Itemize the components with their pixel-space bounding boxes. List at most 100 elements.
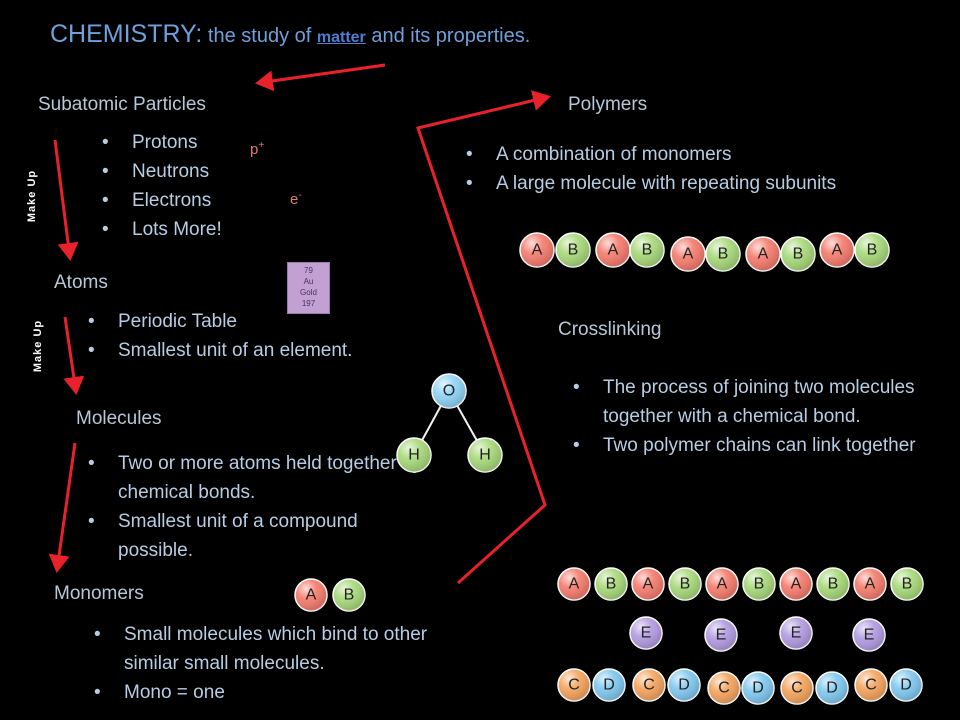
polymers-list: A combination of monomers A large molecu… — [466, 140, 836, 198]
polymer-ball-B: B — [629, 232, 665, 268]
page-title: CHEMISTRY: the study of matter and its p… — [50, 20, 530, 49]
crosslinking-list: The process of joining two molecules tog… — [573, 373, 923, 460]
svg-text:B: B — [793, 246, 804, 263]
list-item: Protons — [102, 128, 222, 157]
monomers-heading: Monomers — [54, 583, 144, 604]
hydrogen-ball-left: H — [396, 437, 432, 473]
tile-symbol: Au — [303, 277, 314, 286]
svg-text:E: E — [864, 627, 875, 644]
list-item: Neutrons — [102, 157, 222, 186]
crosslink-top-ball-A: A — [853, 567, 887, 601]
crosslink-link-ball-E: E — [852, 618, 886, 652]
polymer-ball-B: B — [705, 236, 741, 272]
svg-text:B: B — [680, 576, 691, 593]
crosslink-link-ball-E: E — [629, 616, 663, 650]
crosslink-top-ball-A: A — [557, 567, 591, 601]
list-item: Two or more atoms held together by chemi… — [88, 449, 428, 507]
svg-text:D: D — [900, 677, 912, 694]
polymer-ball-B: B — [555, 232, 591, 268]
svg-text:D: D — [752, 680, 764, 697]
atoms-list: Periodic Table Smallest unit of an eleme… — [88, 307, 352, 365]
crosslink-top-ball-A: A — [631, 567, 665, 601]
svg-text:A: A — [608, 242, 619, 259]
list-item: The process of joining two molecules tog… — [573, 373, 923, 431]
tile-number: 79 — [304, 266, 313, 275]
crosslinking-heading: Crosslinking — [558, 319, 662, 340]
crosslink-bottom-ball-C: C — [854, 668, 888, 702]
svg-text:B: B — [828, 576, 839, 593]
svg-text:E: E — [641, 625, 652, 642]
svg-text:O: O — [443, 383, 455, 400]
crosslink-top-ball-B: B — [816, 567, 850, 601]
tile-mass: 197 — [301, 299, 316, 308]
crosslink-top-ball-A: A — [779, 567, 813, 601]
monomer-ball-B: B — [332, 578, 366, 612]
make-up-arrow-atoms — [63, 316, 85, 395]
svg-text:D: D — [603, 677, 615, 694]
title-arrow — [255, 63, 386, 92]
svg-text:A: A — [569, 576, 580, 593]
crosslink-bottom-ball-C: C — [557, 668, 591, 702]
polymer-ball-B: B — [854, 232, 890, 268]
crosslink-bottom-ball-D: D — [889, 668, 923, 702]
title-post: and its properties. — [365, 25, 531, 47]
svg-text:A: A — [643, 576, 654, 593]
crosslink-top-ball-B: B — [742, 567, 776, 601]
svg-text:A: A — [832, 242, 843, 259]
svg-text:B: B — [568, 242, 579, 259]
electron-symbol: e- — [290, 190, 302, 208]
crosslink-bottom-ball-D: D — [592, 668, 626, 702]
crosslink-top-ball-B: B — [890, 567, 924, 601]
subatomic-heading: Subatomic Particles — [38, 94, 206, 115]
title-main: CHEMISTRY: — [50, 20, 203, 48]
arrows-layer — [48, 63, 551, 585]
svg-text:A: A — [717, 576, 728, 593]
crosslink-bottom-ball-C: C — [632, 668, 666, 702]
list-item: Lots More! — [102, 215, 222, 244]
svg-text:C: C — [865, 677, 877, 694]
crosslink-bottom-ball-D: D — [815, 671, 849, 705]
list-item: Smallest unit of a compound possible. — [88, 507, 428, 565]
svg-text:A: A — [865, 576, 876, 593]
crosslink-link-ball-E: E — [704, 618, 738, 652]
svg-text:C: C — [643, 677, 655, 694]
svg-text:A: A — [306, 587, 317, 604]
list-item: Small molecules which bind to other simi… — [94, 620, 454, 678]
periodic-tile-gold: 79 Au Gold 197 — [287, 262, 330, 314]
list-item: A large molecule with repeating subunits — [466, 169, 836, 198]
title-underlined-word: matter — [316, 29, 366, 46]
list-item: Mono = one — [94, 678, 454, 707]
list-item: Electrons — [102, 186, 222, 215]
hydrogen-ball-right: H — [467, 437, 503, 473]
polymer-ball-A: A — [819, 232, 855, 268]
monomers-list: Small molecules which bind to other simi… — [94, 620, 454, 707]
crosslink-bottom-ball-C: C — [780, 671, 814, 705]
molecules-list: Two or more atoms held together by chemi… — [88, 449, 428, 565]
crosslink-top-ball-B: B — [668, 567, 702, 601]
svg-text:B: B — [754, 576, 765, 593]
svg-text:A: A — [758, 246, 769, 263]
svg-text:H: H — [479, 447, 491, 464]
svg-text:H: H — [408, 447, 420, 464]
monomer-ball-A: A — [294, 578, 328, 612]
proton-symbol: p+ — [250, 140, 265, 158]
polymers-heading: Polymers — [568, 94, 648, 115]
svg-text:A: A — [532, 242, 543, 259]
crosslink-top-ball-B: B — [594, 567, 628, 601]
list-item: Periodic Table — [88, 307, 352, 336]
crosslink-bottom-ball-D: D — [741, 671, 775, 705]
oxygen-ball: O — [431, 373, 467, 409]
arrow-molecules-monomers — [48, 442, 77, 573]
svg-text:B: B — [718, 246, 729, 263]
svg-text:E: E — [791, 625, 802, 642]
arrow-monomers-polymers — [416, 90, 551, 585]
atoms-heading: Atoms — [54, 272, 108, 293]
list-item: A combination of monomers — [466, 140, 836, 169]
subatomic-list: Protons Neutrons Electrons Lots More! — [102, 128, 222, 244]
polymer-ball-A: A — [745, 236, 781, 272]
title-pre: the study of — [202, 25, 317, 47]
svg-text:C: C — [791, 680, 803, 697]
svg-text:D: D — [826, 680, 838, 697]
